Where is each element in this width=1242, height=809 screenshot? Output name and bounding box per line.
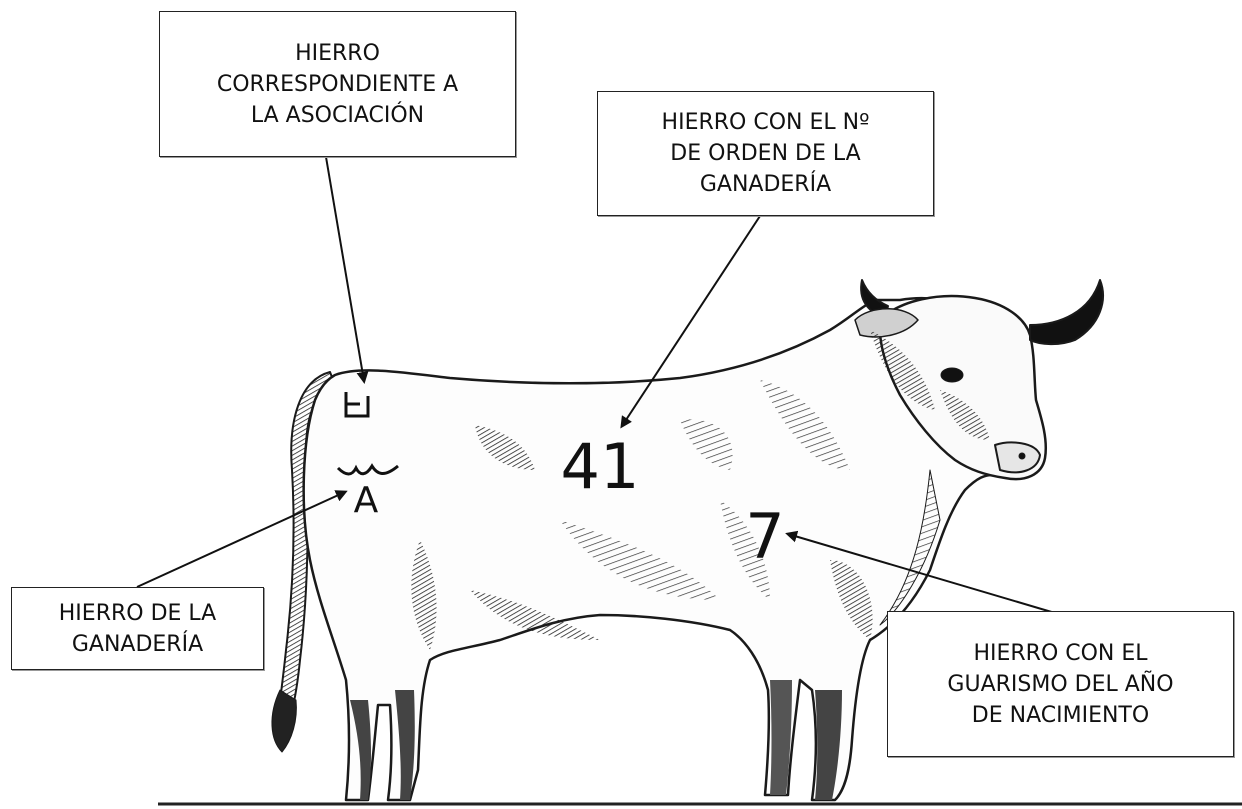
bull-illustration (271, 279, 1104, 802)
brand-year-digit: 7 (745, 500, 784, 573)
brand-ganaderia-letter: A (354, 480, 379, 521)
label-nacimiento: HIERRO CON EL GUARISMO DEL AÑO DE NACIMI… (947, 640, 1174, 728)
label-box-asociacion: HIERRO CORRESPONDIENTE A LA ASOCIACIÓN (159, 11, 516, 157)
arrow-nacimiento (785, 530, 1056, 614)
brand-ganaderia-mark: A (336, 463, 399, 521)
arrow-orden (620, 215, 761, 429)
label-box-ganaderia: HIERRO DE LA GANADERÍA (11, 587, 264, 670)
label-orden: HIERRO CON EL Nº DE ORDEN DE LA GANADERÍ… (661, 110, 870, 197)
arrow-ganaderia (136, 490, 348, 588)
label-asociacion: HIERRO CORRESPONDIENTE A LA ASOCIACIÓN (216, 40, 459, 128)
arrow-asociacion (325, 156, 369, 384)
brand-orden-number: 41 (561, 430, 640, 503)
label-ganaderia: HIERRO DE LA GANADERÍA (58, 600, 217, 657)
label-box-orden: HIERRO CON EL Nº DE ORDEN DE LA GANADERÍ… (597, 91, 934, 216)
label-box-nacimiento: HIERRO CON EL GUARISMO DEL AÑO DE NACIMI… (887, 611, 1234, 757)
brand-asociacion-mark (344, 392, 370, 418)
